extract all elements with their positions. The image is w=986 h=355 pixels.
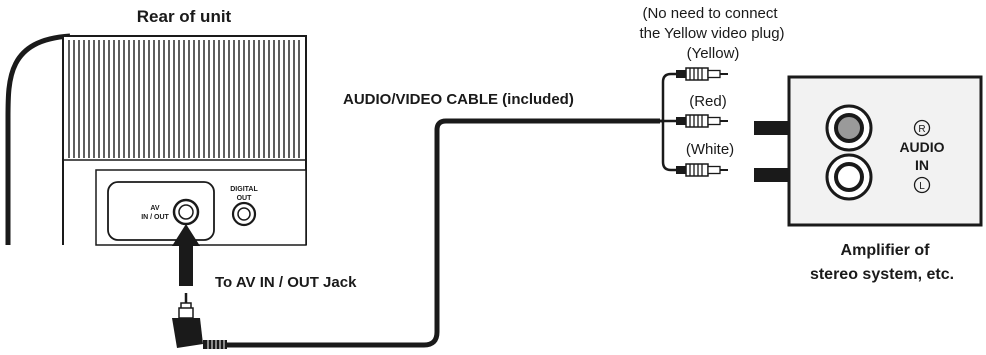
- yellow-plug-label: (Yellow): [687, 45, 740, 62]
- audio-in-r-socket: [825, 104, 873, 152]
- rear-of-unit: Rear of unit AV IN / OUT DIGITAL OUT: [5, 7, 307, 246]
- av-jack-recess: [107, 181, 215, 241]
- left-channel-label: L: [919, 181, 925, 192]
- amplifier-panel: R AUDIO IN L: [787, 75, 983, 227]
- av-in-out-jack: [172, 198, 200, 226]
- arrow-to-av-jack: [172, 224, 200, 286]
- white-rca-plug: [675, 163, 729, 177]
- amplifier-label: Amplifier of: [841, 242, 931, 259]
- to-av-jack-label: To AV IN / OUT Jack: [215, 274, 357, 291]
- left-channel-badge: [913, 176, 931, 194]
- red-plug-label: (Red): [689, 93, 727, 110]
- right-channel-badge: [913, 119, 931, 137]
- digital-out-label: OUT: [237, 195, 253, 202]
- amplifier-label: stereo system, etc.: [810, 266, 954, 283]
- right-channel-label: R: [918, 124, 925, 135]
- audio-in-l-socket: [825, 153, 873, 201]
- cable-split: [660, 72, 676, 172]
- heat-sink-fins: [68, 40, 300, 158]
- av-jack-label: AV: [150, 205, 160, 212]
- yellow-rca-plug: [675, 67, 729, 81]
- digital-out-label: DIGITAL: [230, 186, 258, 193]
- note-label: the Yellow video plug): [639, 25, 784, 42]
- av-cable: [227, 118, 660, 348]
- audio-in-label: IN: [915, 157, 929, 173]
- av-cable-label: AUDIO/VIDEO CABLE (included): [343, 91, 574, 108]
- mini-plug: [172, 293, 227, 349]
- white-plug-label: (White): [686, 141, 734, 158]
- digital-out-jack: [231, 201, 257, 227]
- red-rca-plug: [675, 114, 729, 128]
- power-cord: [5, 33, 71, 245]
- note-label: (No need to connect: [642, 5, 778, 22]
- audio-in-label: AUDIO: [899, 139, 944, 155]
- rear-of-unit-label: Rear of unit: [137, 7, 232, 26]
- av-jack-label: IN / OUT: [141, 214, 169, 221]
